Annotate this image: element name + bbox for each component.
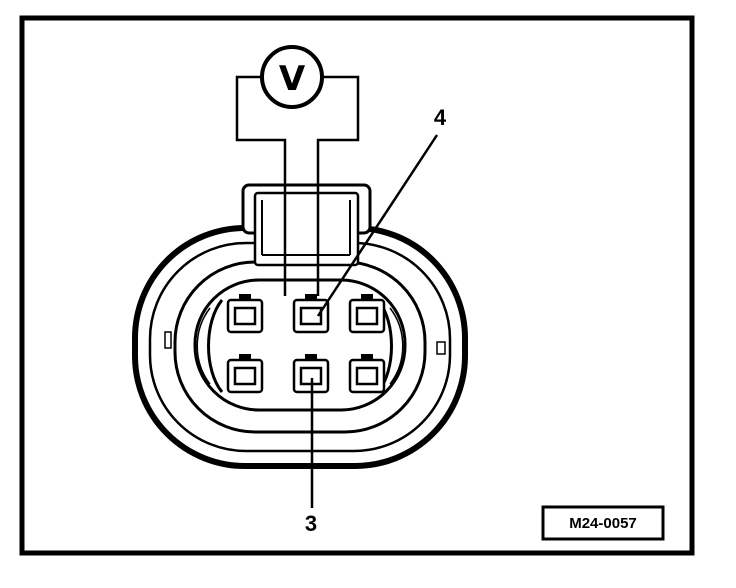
callout-label-3: 3 [305,511,317,536]
probe-lead-right [316,75,360,296]
reference-code: M24-0057 [569,515,637,532]
reference-code-box: M24-0057 [541,505,665,541]
terminal-r2-c1 [226,354,264,394]
voltmeter-icon [260,45,324,109]
callout-label-4: 4 [434,105,447,130]
terminal-r1-c1 [226,294,264,334]
terminal-r1-c3 [348,294,386,334]
voltmeter-symbol: V [279,59,306,99]
connector-terminals [226,294,386,394]
terminal-r1-c2 [292,294,330,334]
voltmeter: V [235,45,360,296]
terminal-r2-c3 [348,354,386,394]
locking-tab [241,183,372,267]
probe-lead-left [235,75,287,296]
leader-line-pin-4 [316,134,439,317]
